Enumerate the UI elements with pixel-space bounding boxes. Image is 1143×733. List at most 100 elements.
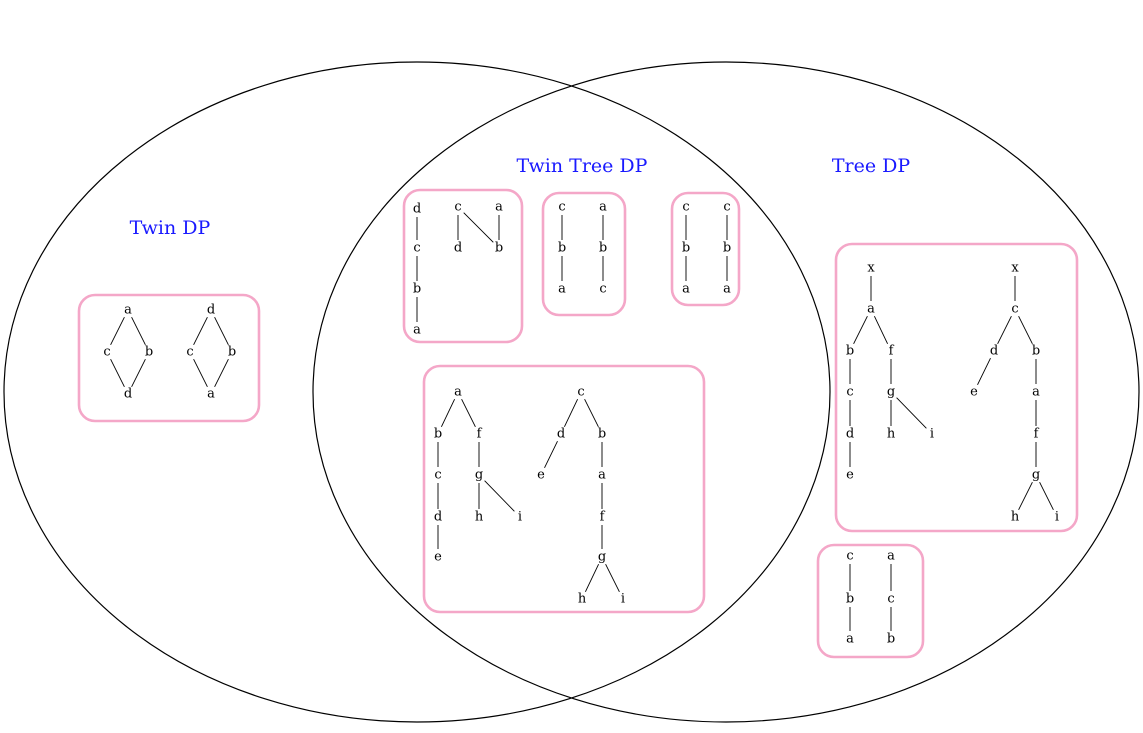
graph-node-label: c (887, 592, 894, 607)
graph-edge (977, 358, 991, 385)
example-box-border (402, 188, 524, 344)
graph-node-label: x (1011, 261, 1019, 276)
graph-node-label: a (207, 387, 215, 402)
graph-edge (193, 358, 208, 388)
example-box-border (834, 242, 1079, 533)
graph-node-label: b (723, 241, 731, 256)
graph-node-label: x (867, 261, 875, 276)
graph-node-label: a (846, 632, 854, 647)
graph-edge (1039, 481, 1054, 511)
graph-node-label: e (846, 468, 854, 483)
graph-node-label: c (186, 345, 193, 360)
graph-node-label: b (1032, 344, 1040, 359)
graph-node-label: b (558, 241, 566, 256)
tree-dp-ellipse (312, 61, 1140, 723)
graph-node-label: c (558, 200, 565, 215)
graph-node-label: h (475, 510, 484, 525)
graph-node-label: i (930, 427, 934, 442)
graph-edge (1018, 315, 1033, 345)
twin-dp-ellipse (3, 61, 831, 723)
graph-node-label: b (495, 241, 503, 256)
graph-node-label: g (598, 550, 606, 565)
graph-node-label: b (598, 427, 606, 442)
graph-node-label: d (454, 241, 462, 256)
graph-node-label: b (434, 427, 442, 442)
graph-edge (1018, 481, 1033, 511)
graph-node-label: b (228, 345, 236, 360)
graph-edge (131, 358, 146, 388)
graph-node-label: c (599, 282, 606, 297)
graph-node-label: a (413, 323, 421, 338)
graph-node-label: b (599, 241, 607, 256)
graph-node-label: a (495, 200, 503, 215)
graph-edge (584, 564, 600, 592)
poset-graph: acb (887, 549, 895, 647)
poset-graph: c a d b (454, 200, 503, 256)
example-box-border (77, 293, 261, 423)
graph-edge (131, 316, 146, 346)
graph-edge (584, 398, 599, 428)
graph-node-label: c (723, 200, 730, 215)
graph-node-label: g (475, 468, 483, 483)
graph-edge (997, 315, 1012, 345)
graph-node-label: f (1034, 427, 1040, 442)
graph-edge (484, 480, 515, 512)
graph-node-label: b (846, 344, 854, 359)
graph-node-label: i (1055, 510, 1059, 525)
graph-edge (461, 398, 476, 428)
example-box-border (670, 191, 741, 307)
graph-node-label: h (578, 592, 587, 607)
graph-node-label: a (723, 282, 731, 297)
graph-node-label: a (682, 282, 690, 297)
graph-edge (214, 316, 229, 346)
graph-edge (440, 399, 456, 427)
graph-edge (463, 212, 494, 243)
graph-edge (193, 316, 208, 346)
graph-node-label: e (970, 385, 978, 400)
graph-node-label: d (434, 510, 442, 525)
graph-edge (605, 563, 620, 593)
graph-node-label: e (434, 550, 442, 565)
graph-edge (563, 399, 579, 427)
graph-node-label: c (454, 200, 461, 215)
example-box-both-chains-1: d c b a c a d b (402, 188, 524, 344)
graph-node-label: a (887, 549, 895, 564)
graph-node-label: a (454, 385, 462, 400)
graph-node-label: c (1011, 302, 1018, 317)
graph-node-label: a (598, 468, 606, 483)
graph-node-label: c (434, 468, 441, 483)
graph-edge (214, 358, 229, 388)
graph-edge (110, 358, 125, 388)
graph-node-label: a (124, 303, 132, 318)
graph-node-label: g (1032, 468, 1040, 483)
graph-edge (896, 397, 927, 429)
example-box-border (541, 191, 627, 317)
graph-node-label: d (846, 427, 854, 442)
graph-node-label: c (846, 385, 853, 400)
graph-node-label: f (600, 510, 606, 525)
graph-node-label: b (145, 345, 153, 360)
graph-node-label: d (413, 202, 421, 217)
graph-node-label: b (413, 282, 421, 297)
twin-tree-dp-label: Twin Tree DP (517, 155, 648, 177)
graph-node-label: c (846, 549, 853, 564)
poset-graph: abc (599, 200, 607, 297)
graph-node-label: a (558, 282, 566, 297)
poset-graph: cba (682, 200, 690, 297)
graph-node-label: b (682, 241, 690, 256)
graph-node-label: a (1032, 385, 1040, 400)
graph-node-label: g (887, 385, 895, 400)
twin-dp-label: Twin DP (130, 217, 211, 239)
graph-node-label: c (413, 241, 420, 256)
graph-node-label: i (621, 592, 625, 607)
